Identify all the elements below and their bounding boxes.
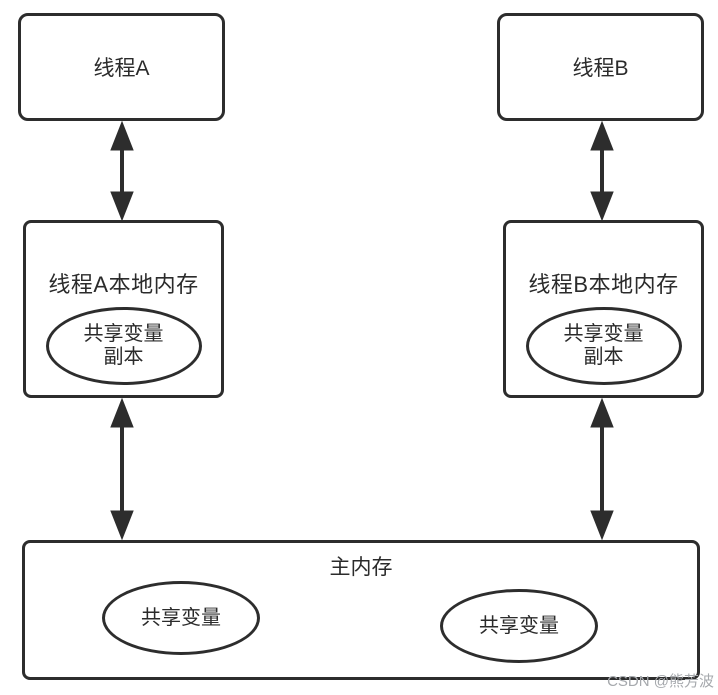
local-memory-a-label: 线程A本地内存: [48, 272, 199, 297]
local-memory-b-label: 线程B本地内存: [528, 272, 679, 297]
thread-a-label: 线程A: [93, 57, 150, 80]
shared-variable-copy-a-line1: 共享变量: [83, 323, 164, 345]
thread-a-box: 线程A: [18, 13, 225, 121]
thread-b-label: 线程B: [572, 57, 629, 80]
shared-variable-2-label: 共享变量: [479, 614, 559, 637]
main-memory-box: 主内存 共享变量 共享变量: [22, 540, 700, 680]
shared-variable-copy-a-ellipse: 共享变量 副本: [45, 307, 202, 385]
csdn-watermark: CSDN @熊芳波: [607, 673, 714, 690]
shared-variable-1-label: 共享变量: [141, 606, 221, 629]
thread-b-box: 线程B: [497, 13, 704, 121]
arrow-local-a-main: [110, 397, 134, 541]
arrow-thread-b-local-b: [590, 120, 614, 222]
shared-variable-copy-b-ellipse: 共享变量 副本: [525, 307, 682, 385]
local-memory-a-box: 线程A本地内存 共享变量 副本: [23, 220, 224, 398]
shared-variable-copy-b-line2: 副本: [583, 346, 624, 368]
local-memory-b-box: 线程B本地内存 共享变量 副本: [503, 220, 704, 398]
main-memory-label: 主内存: [329, 556, 393, 579]
arrow-local-b-main: [590, 397, 614, 541]
shared-variable-copy-b-line1: 共享变量: [563, 323, 644, 345]
shared-variable-1-ellipse: 共享变量: [102, 581, 260, 655]
shared-variable-copy-a-line2: 副本: [103, 346, 144, 368]
arrow-thread-a-local-a: [110, 120, 134, 222]
shared-variable-2-ellipse: 共享变量: [440, 589, 598, 663]
